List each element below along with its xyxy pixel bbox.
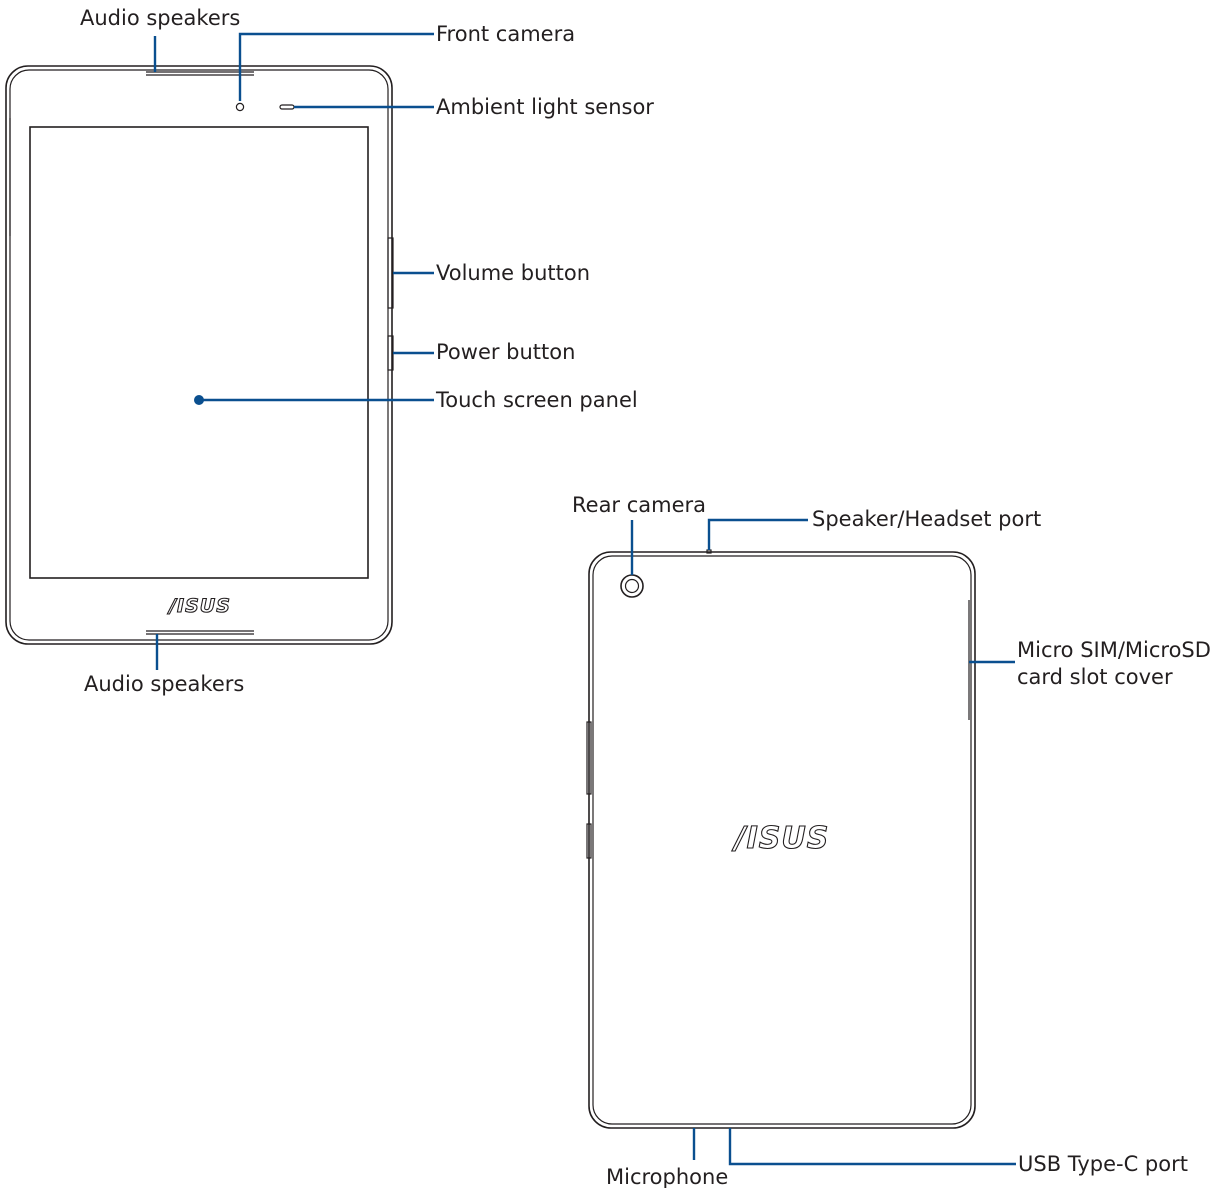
rear-callouts <box>630 518 1016 1166</box>
front-callouts <box>153 32 434 670</box>
rear-camera-ring <box>620 574 644 598</box>
rear-tablet: /ISUS <box>586 549 976 1129</box>
label-ambient-light-sensor: Ambient light sensor <box>436 95 654 119</box>
callout-usb-type-c <box>728 1128 1016 1166</box>
front-outer-shell <box>5 65 393 645</box>
rear-power-button <box>586 823 592 859</box>
front-logo: /ISUS <box>167 595 231 617</box>
rear-outer-shell <box>588 551 976 1129</box>
front-inner-bezel <box>9 69 389 641</box>
label-speaker-headset-port: Speaker/Headset port <box>812 507 1041 531</box>
label-rear-camera: Rear camera <box>572 493 706 517</box>
label-touch-screen-panel: Touch screen panel <box>435 388 638 412</box>
label-audio-speakers-top: Audio speakers <box>80 6 240 30</box>
label-microphone: Microphone <box>606 1165 728 1188</box>
label-card-slot-line1: Micro SIM/MicroSD <box>1017 638 1211 662</box>
rear-volume-button <box>586 721 592 795</box>
callout-front-camera <box>238 32 434 101</box>
touch-screen-marker-dot <box>194 395 204 405</box>
ambient-light-sensor <box>279 104 295 110</box>
label-audio-speakers-bottom: Audio speakers <box>84 672 244 696</box>
label-volume-button: Volume button <box>436 261 590 285</box>
label-power-button: Power button <box>436 340 575 364</box>
callout-speaker-headset-port <box>707 518 808 550</box>
label-usb-type-c-port: USB Type-C port <box>1018 1152 1188 1176</box>
front-tablet: /ISUS <box>5 65 394 645</box>
rear-logo: /ISUS <box>732 821 830 856</box>
rear-inner-edge <box>592 555 972 1125</box>
rear-camera-lens <box>624 578 640 594</box>
front-camera-lens <box>235 102 245 112</box>
label-card-slot-line2: card slot cover <box>1017 665 1173 689</box>
label-front-camera: Front camera <box>436 22 575 46</box>
touch-screen <box>29 126 369 579</box>
